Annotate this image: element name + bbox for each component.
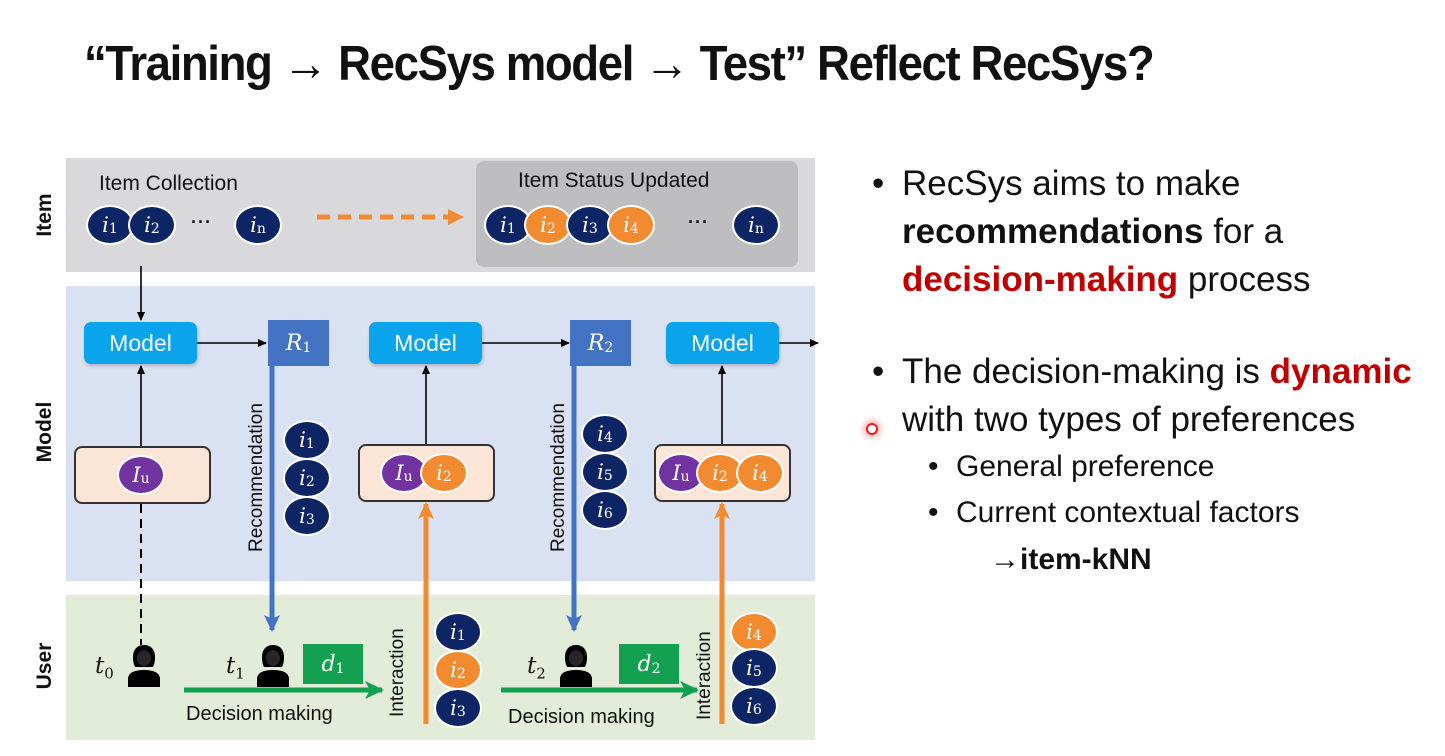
ellipsis: ··· <box>688 212 709 232</box>
item-status-label: Item Status Updated <box>518 169 710 192</box>
ellipsis: ··· <box>191 212 212 232</box>
user-person-icon <box>257 645 289 687</box>
sub-bullet-general-preference: General preference <box>924 444 1438 490</box>
interaction-label-2: Interaction <box>694 631 715 720</box>
user-person-icon <box>560 645 592 687</box>
sub-bullet-contextual-factors: Current contextual factors <box>924 490 1438 536</box>
time-label-t1: t1 <box>226 653 245 683</box>
interaction-label-1: Interaction <box>387 628 408 717</box>
recommendation-label-1: Recommendation <box>246 403 267 552</box>
decision-making-label-2: Decision making <box>508 706 655 728</box>
item-knn-label: →item-kNN <box>990 543 1152 576</box>
model-box-3: Model <box>666 322 779 364</box>
decision-making-label-1: Decision making <box>186 703 333 725</box>
item-collection-label: Item Collection <box>99 172 238 195</box>
bullet-dynamic: The decision-making is dynamic with two … <box>868 348 1438 444</box>
bullet-list: RecSys aims to make recommendations for … <box>868 160 1438 584</box>
model-box-1: Model <box>84 322 197 364</box>
model-box-2: Model <box>369 322 482 364</box>
recommendation-label-2: Recommendation <box>548 403 569 552</box>
slide-title: “Training → RecSys model → Test” Reflect… <box>84 37 1155 91</box>
time-label-t0: t0 <box>95 653 114 683</box>
bullet-recsys-aims: RecSys aims to make recommendations for … <box>868 160 1438 304</box>
user-person-icon <box>128 645 160 687</box>
laser-pointer-icon <box>866 423 878 435</box>
time-label-t2: t2 <box>527 653 546 683</box>
